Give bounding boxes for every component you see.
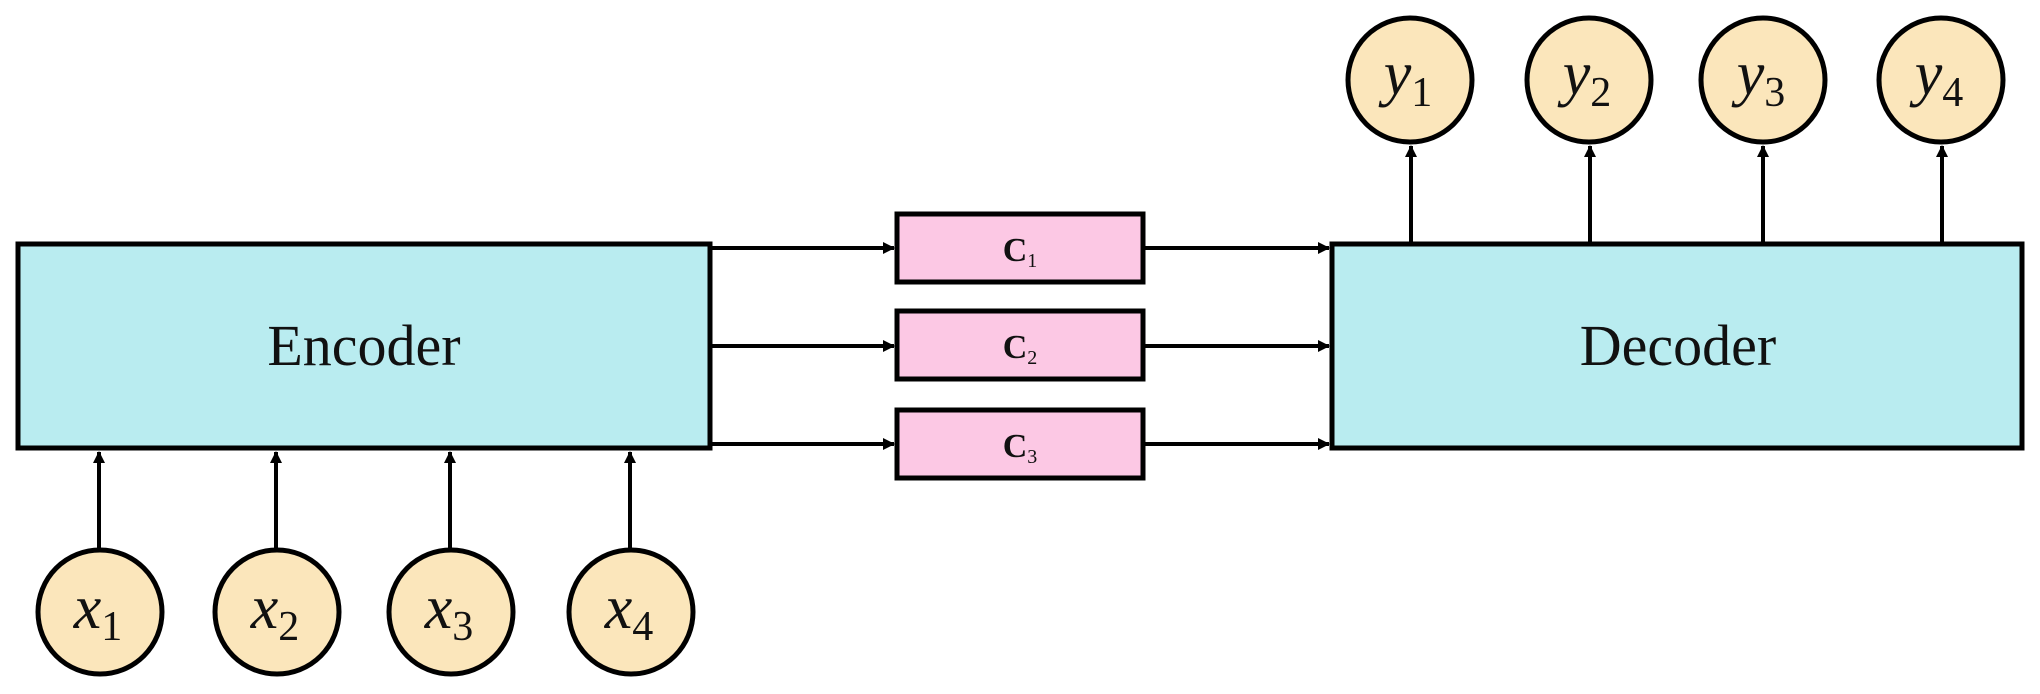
output-circle-y4 bbox=[1876, 15, 2006, 145]
decoder-rect bbox=[1329, 241, 2025, 451]
output-circle-y3 bbox=[1698, 15, 1828, 145]
context-rect-2 bbox=[894, 308, 1146, 382]
input-label-x1: x1 bbox=[73, 574, 123, 650]
output-node-y3: y3 bbox=[1698, 15, 1828, 145]
output-node-y1: y1 bbox=[1345, 15, 1475, 145]
encoder-rect bbox=[15, 241, 713, 451]
input-circle-x3 bbox=[386, 547, 516, 677]
input-circle-x1 bbox=[35, 547, 165, 677]
output-circle-y2 bbox=[1524, 15, 1654, 145]
context-label-3: C3 bbox=[1003, 428, 1038, 468]
output-label-y1: y1 bbox=[1378, 40, 1433, 116]
output-label-y3: y3 bbox=[1731, 40, 1786, 116]
output-node-y2: y2 bbox=[1524, 15, 1654, 145]
context-label-1: C1 bbox=[1003, 232, 1038, 272]
encoder-block: Encoder bbox=[15, 241, 713, 451]
context-vector-2: C2 bbox=[894, 308, 1146, 382]
input-label-x3: x3 bbox=[424, 574, 474, 650]
input-node-x3: x3 bbox=[386, 547, 516, 677]
input-node-x4: x4 bbox=[566, 547, 696, 677]
input-label-x2: x2 bbox=[250, 574, 300, 650]
output-label-y4: y4 bbox=[1909, 40, 1964, 116]
context-rect-1 bbox=[894, 211, 1146, 285]
output-circle-y1 bbox=[1345, 15, 1475, 145]
context-vector-1: C1 bbox=[894, 211, 1146, 285]
context-vector-3: C3 bbox=[894, 407, 1146, 481]
encoder-label: Encoder bbox=[267, 313, 460, 378]
output-label-y2: y2 bbox=[1557, 40, 1612, 116]
input-node-x1: x1 bbox=[35, 547, 165, 677]
input-label-x4: x4 bbox=[604, 574, 654, 650]
context-label-2: C2 bbox=[1003, 329, 1038, 369]
input-circle-x4 bbox=[566, 547, 696, 677]
decoder-block: Decoder bbox=[1329, 241, 2025, 451]
input-circle-x2 bbox=[212, 547, 342, 677]
decoder-label: Decoder bbox=[1580, 313, 1776, 378]
output-node-y4: y4 bbox=[1876, 15, 2006, 145]
input-node-x2: x2 bbox=[212, 547, 342, 677]
context-rect-3 bbox=[894, 407, 1146, 481]
